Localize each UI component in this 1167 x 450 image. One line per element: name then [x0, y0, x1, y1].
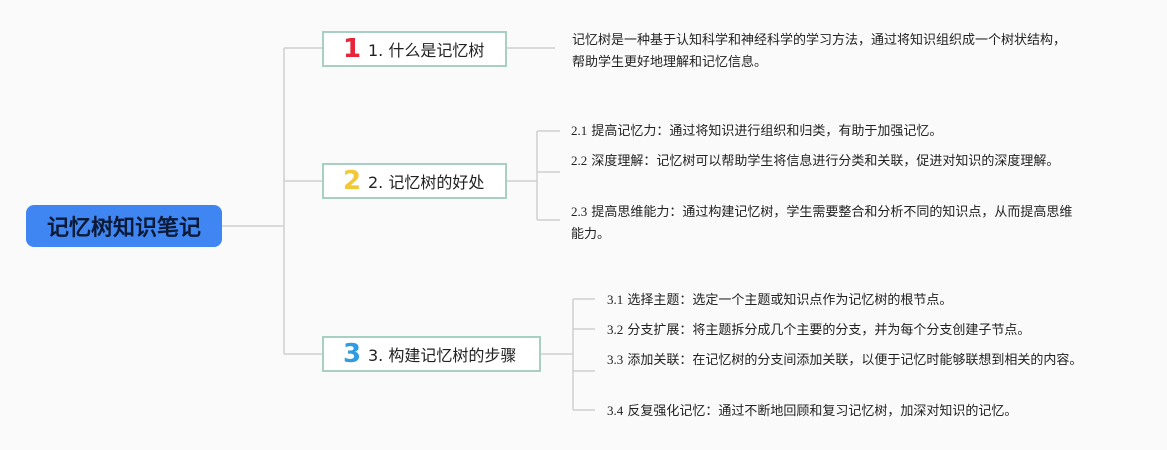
leaf-3-1: 3.1 选择主题：选定一个主题或知识点作为记忆树的根节点。	[607, 289, 1107, 312]
number-2-icon: 2	[342, 166, 362, 196]
branch-label-1: 1. 什么是记忆树	[368, 41, 485, 60]
leaf-text: 记忆树是一种基于认知科学和神经科学的学习方法，通过将知识组织成一个树状结构，帮助…	[572, 33, 1067, 70]
leaf-id: 3.3	[607, 352, 624, 367]
number-3-icon: 3	[342, 339, 362, 369]
leaf-id: 2.2	[571, 153, 588, 168]
leaf-2-1: 2.1 提高记忆力：通过将知识进行组织和归类，有助于加强记忆。	[571, 120, 1091, 143]
leaf-text: 反复强化记忆：通过不断地回顾和复习记忆树，加深对知识的记忆。	[627, 404, 1018, 419]
leaf-2-2: 2.2 深度理解：记忆树可以帮助学生将信息进行分类和关联，促进对知识的深度理解。	[571, 150, 1077, 173]
leaf-text: 深度理解：记忆树可以帮助学生将信息进行分类和关联，促进对知识的深度理解。	[591, 154, 1060, 169]
leaf-1-1: 记忆树是一种基于认知科学和神经科学的学习方法，通过将知识组织成一个树状结构，帮助…	[572, 30, 1072, 74]
branch-node-3[interactable]: 3 3. 构建记忆树的步骤	[322, 336, 541, 372]
branch-label-3: 3. 构建记忆树的步骤	[368, 346, 517, 365]
leaf-3-2: 3.2 分支扩展：将主题拆分成几个主要的分支，并为每个分支创建子节点。	[607, 319, 1107, 342]
root-label: 记忆树知识笔记	[46, 216, 201, 241]
branch-node-2[interactable]: 2 2. 记忆树的好处	[322, 163, 507, 199]
leaf-3-3: 3.3 添加关联：在记忆树的分支间添加关联，以便于记忆时能够联想到相关的内容。	[607, 349, 1093, 372]
leaf-text: 提高记忆力：通过将知识进行组织和归类，有助于加强记忆。	[591, 124, 943, 139]
leaf-id: 2.3	[571, 204, 588, 219]
branch-label-2: 2. 记忆树的好处	[368, 173, 485, 192]
leaf-2-3: 2.3 提高思维能力：通过构建记忆树，学生需要整合和分析不同的知识点，从而提高思…	[571, 201, 1077, 246]
leaf-id: 2.1	[571, 123, 588, 138]
number-1-icon: 1	[342, 34, 362, 64]
leaf-id: 3.2	[607, 322, 624, 337]
branch-node-1[interactable]: 1 1. 什么是记忆树	[322, 31, 507, 67]
leaf-3-4: 3.4 反复强化记忆：通过不断地回顾和复习记忆树，加深对知识的记忆。	[607, 400, 1107, 423]
root-node[interactable]: 记忆树知识笔记	[26, 205, 222, 247]
leaf-text: 分支扩展：将主题拆分成几个主要的分支，并为每个分支创建子节点。	[627, 323, 1031, 338]
leaf-id: 3.4	[607, 403, 624, 418]
leaf-text: 添加关联：在记忆树的分支间添加关联，以便于记忆时能够联想到相关的内容。	[627, 353, 1083, 368]
leaf-text: 选择主题：选定一个主题或知识点作为记忆树的根节点。	[627, 293, 953, 308]
leaf-id: 3.1	[607, 292, 624, 307]
leaf-text: 提高思维能力：通过构建记忆树，学生需要整合和分析不同的知识点，从而提高思维能力。	[571, 205, 1073, 242]
